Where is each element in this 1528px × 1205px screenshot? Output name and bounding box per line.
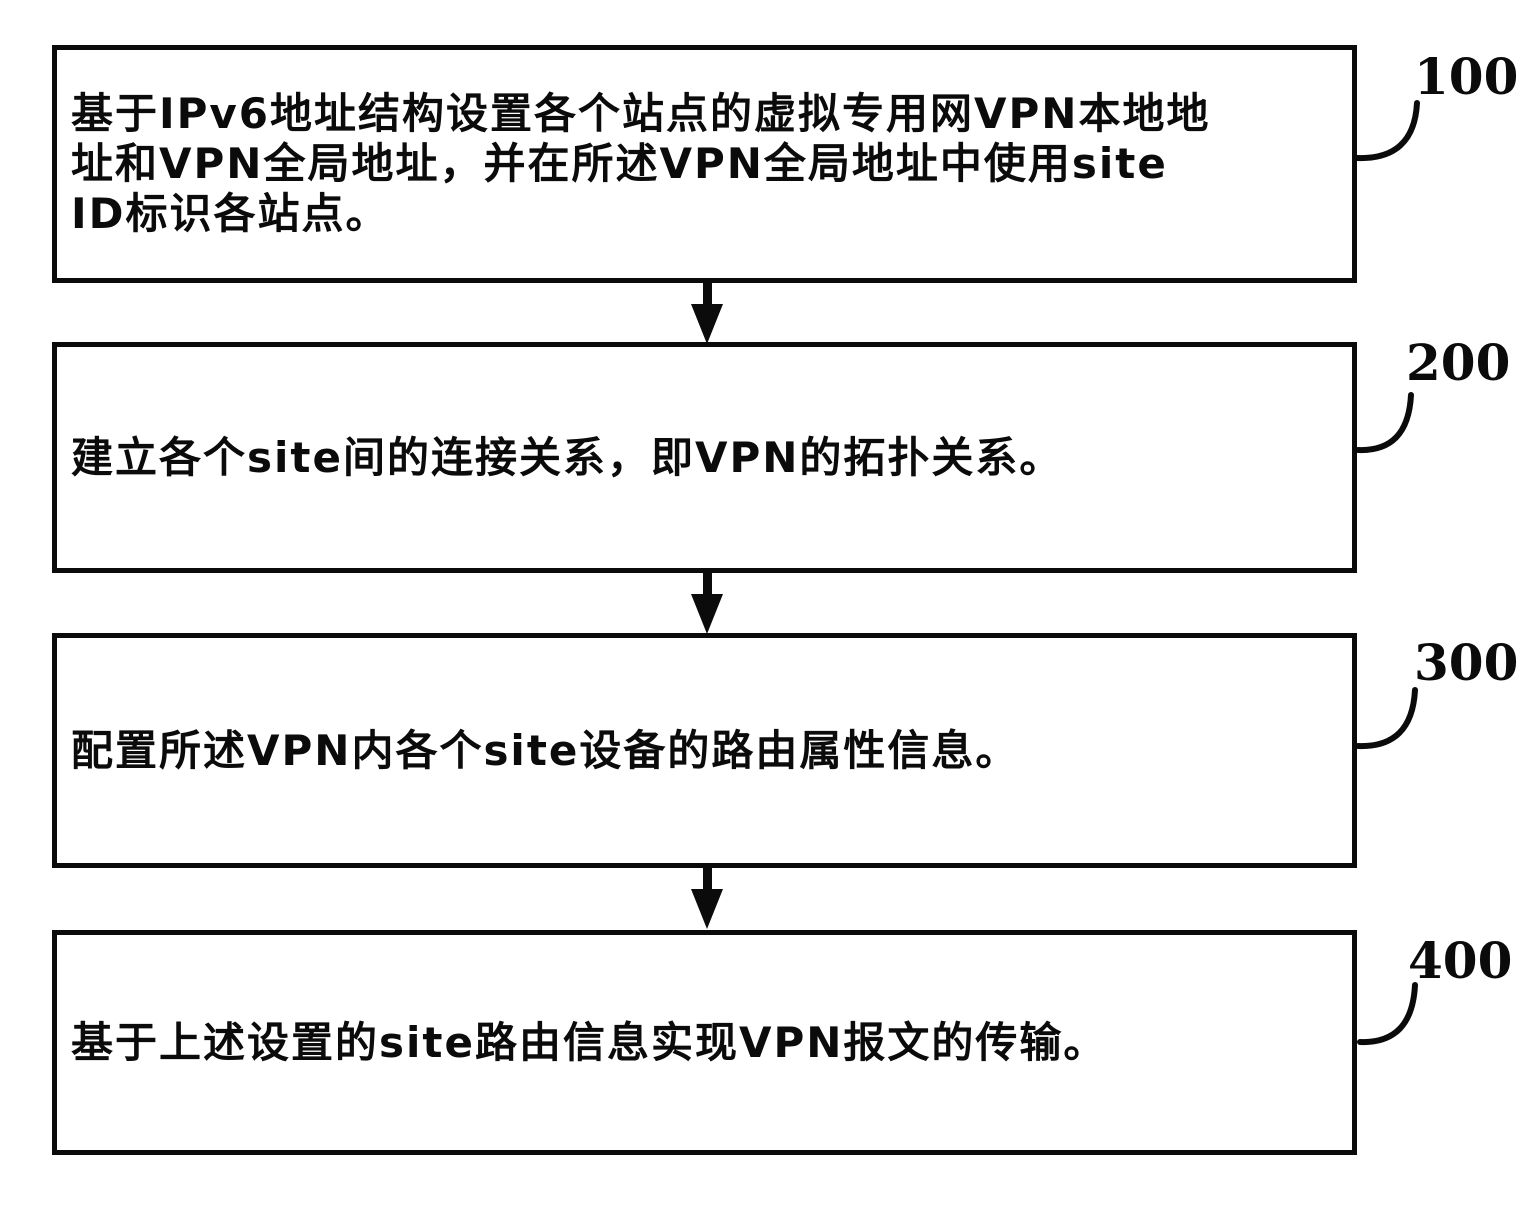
- step-box-100: 基于IPv6地址结构设置各个站点的虚拟专用网VPN本地地 址和VPN全局地址，并…: [52, 45, 1357, 283]
- leader-line-400: [1357, 982, 1418, 1046]
- step-text-100: 基于IPv6地址结构设置各个站点的虚拟专用网VPN本地地 址和VPN全局地址，并…: [71, 89, 1211, 238]
- leader-line-200: [1355, 392, 1414, 454]
- flow-arrow-down-icon: [691, 283, 723, 344]
- step-text-400: 基于上述设置的site路由信息实现VPN报文的传输。: [71, 1017, 1108, 1067]
- ref-label-400: 400: [1408, 931, 1513, 990]
- step-box-300: 配置所述VPN内各个site设备的路由属性信息。: [52, 633, 1357, 868]
- arrow-stem: [702, 573, 712, 594]
- arrow-stem: [702, 868, 712, 889]
- ref-label-200: 200: [1406, 333, 1511, 392]
- leader-line-100: [1354, 100, 1420, 162]
- step-text-300: 配置所述VPN内各个site设备的路由属性信息。: [71, 725, 1020, 775]
- leader-line-300: [1355, 687, 1418, 750]
- step-text-200: 建立各个site间的连接关系，即VPN的拓扑关系。: [71, 432, 1064, 482]
- arrow-head: [691, 304, 723, 344]
- step-box-400: 基于上述设置的site路由信息实现VPN报文的传输。: [52, 930, 1357, 1155]
- arrow-head: [691, 594, 723, 634]
- step-box-200: 建立各个site间的连接关系，即VPN的拓扑关系。: [52, 342, 1357, 573]
- arrow-head: [691, 889, 723, 929]
- arrow-stem: [702, 283, 712, 304]
- flow-arrow-down-icon: [691, 573, 723, 634]
- flow-arrow-down-icon: [691, 868, 723, 929]
- ref-label-300: 300: [1414, 633, 1519, 692]
- ref-label-100: 100: [1414, 47, 1519, 106]
